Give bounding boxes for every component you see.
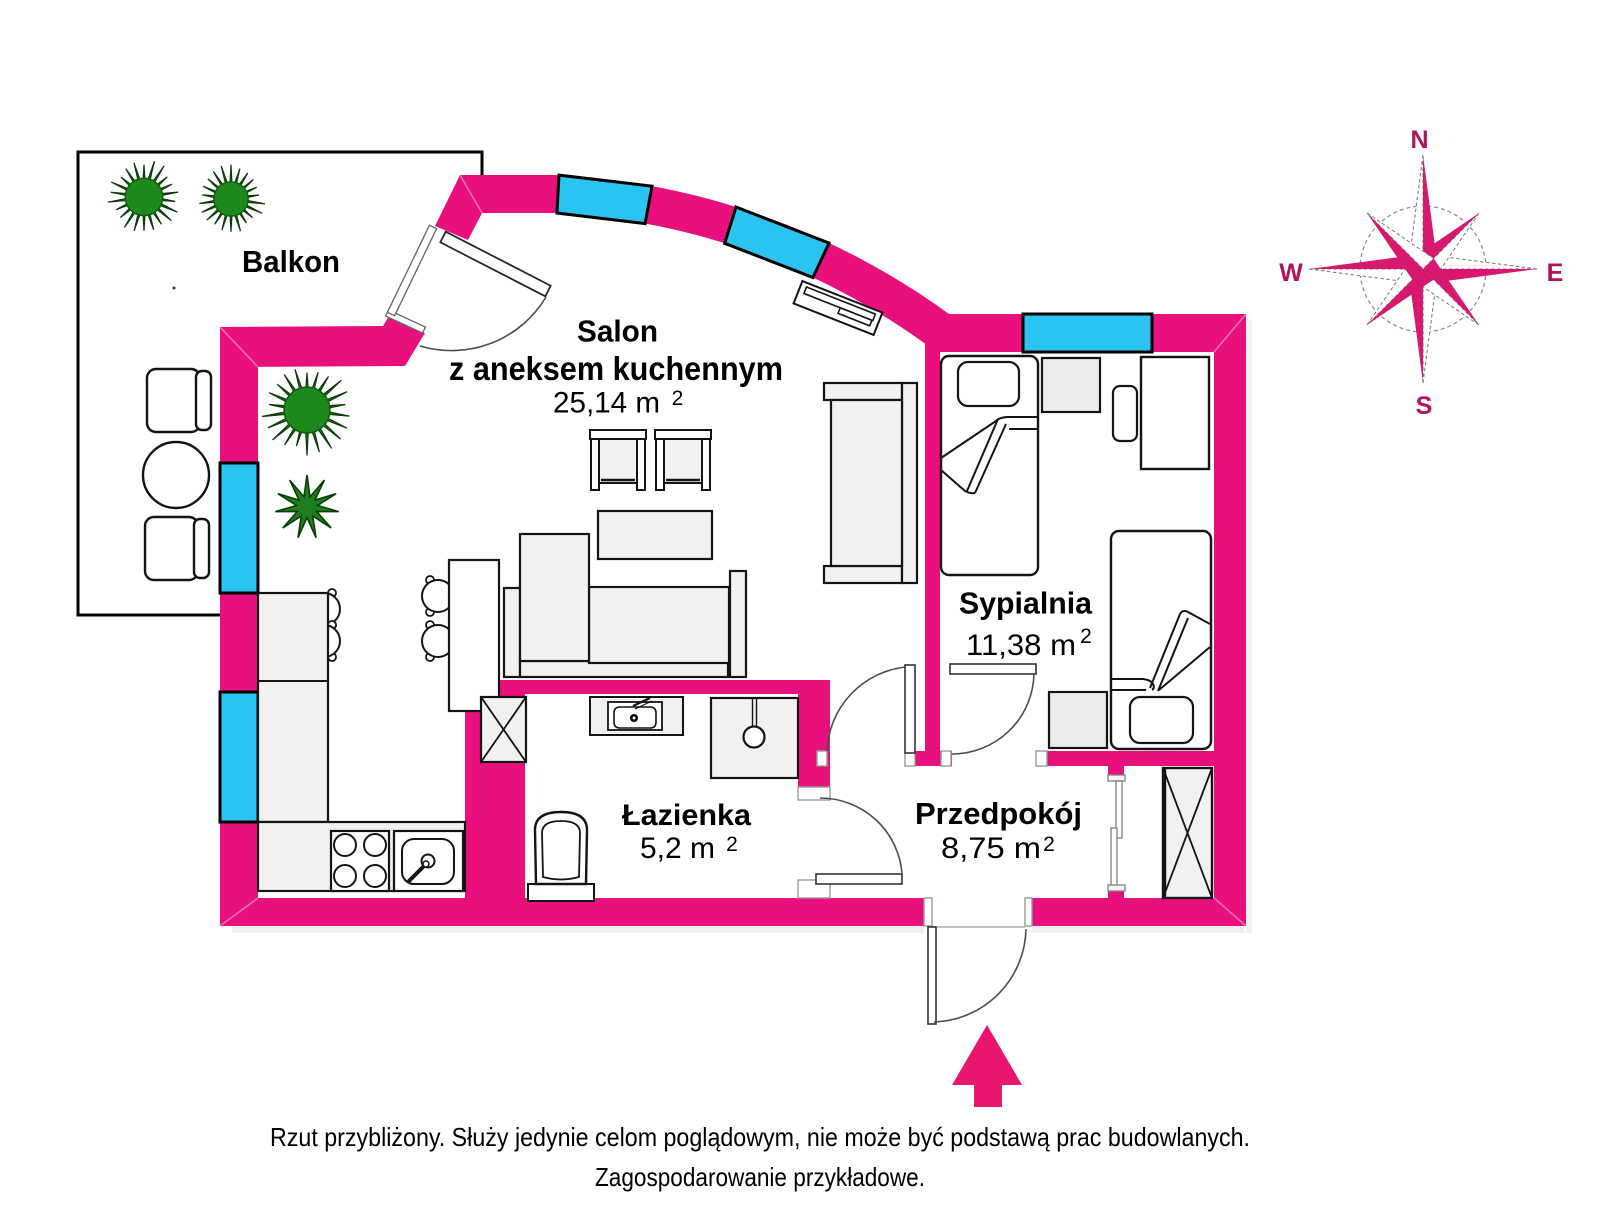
svg-text:Rzut przybliżony. Służy jedyni: Rzut przybliżony. Służy jedynie celom po… [270, 1122, 1250, 1152]
svg-text:Łazienka: Łazienka [622, 799, 751, 832]
svg-text:Zagospodarowanie przykładowe.: Zagospodarowanie przykładowe. [595, 1162, 925, 1192]
svg-text:2: 2 [672, 387, 684, 410]
svg-text:11,38 m: 11,38 m [966, 629, 1076, 662]
svg-text:Salon: Salon [577, 314, 658, 349]
svg-text:W: W [1279, 259, 1303, 287]
svg-text:Sypialnia: Sypialnia [959, 586, 1093, 621]
svg-text:N: N [1410, 126, 1428, 154]
svg-text:2: 2 [1080, 625, 1092, 648]
svg-text:25,14 m: 25,14 m [553, 387, 660, 420]
svg-text:2: 2 [1043, 833, 1055, 856]
svg-text:2: 2 [726, 833, 738, 856]
svg-text:z aneksem kuchennym: z aneksem kuchennym [449, 350, 783, 387]
svg-text:E: E [1547, 259, 1564, 287]
svg-text:S: S [1416, 392, 1433, 420]
svg-text:Przedpokój: Przedpokój [915, 796, 1082, 831]
svg-text:8,75 m: 8,75 m [941, 832, 1041, 865]
svg-text:Balkon: Balkon [242, 244, 340, 279]
svg-text:5,2 m: 5,2 m [640, 832, 715, 865]
